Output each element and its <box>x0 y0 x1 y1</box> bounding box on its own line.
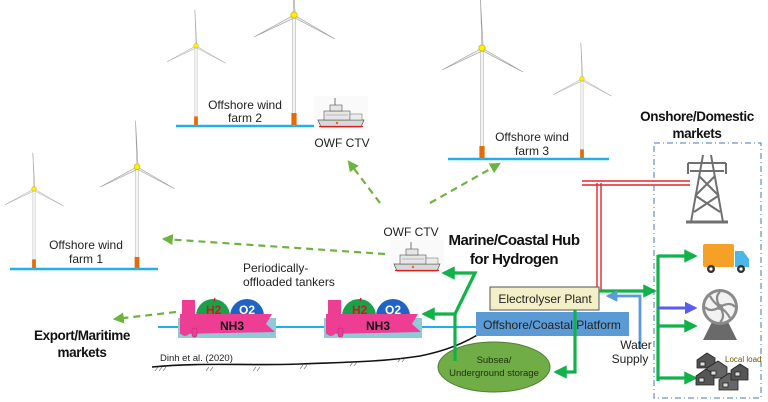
seabed-line <box>151 331 483 368</box>
wind-farm-1-label-line1: Offshore wind <box>49 238 123 252</box>
water-supply-line1: Water <box>620 338 652 352</box>
crew-vessel-icon <box>389 239 445 275</box>
route-to-farm-1 <box>161 234 386 256</box>
local-load-label: Local load <box>725 355 761 364</box>
power-pylon-icon <box>686 154 728 224</box>
route-to-farm-2 <box>347 160 381 204</box>
wind-farm-1-label-line2: farm 1 <box>69 252 103 266</box>
wind-farm-2-label-line2: farm 2 <box>228 111 262 125</box>
tankers-caption-line1: Periodically- <box>243 261 308 275</box>
seabed-hatching <box>154 357 406 372</box>
route-to-farm-3 <box>429 162 501 204</box>
route-to-export <box>112 310 177 324</box>
owf-ctv-top-label: OWF CTV <box>314 136 369 150</box>
platform-label: Offshore/Coastal Platform <box>483 318 621 332</box>
wind-farm-3-label-line1: Offshore wind <box>495 130 569 144</box>
export-markets-line1: Export/Maritime <box>34 328 131 343</box>
tanker-o2-label: O2 <box>239 303 255 317</box>
ctv-service-routes <box>112 160 501 324</box>
electrolyser-box <box>489 286 600 311</box>
houses-icon <box>695 352 749 391</box>
tankers-caption-line2: offloaded tankers <box>243 275 335 289</box>
hydrogen-flows <box>421 249 698 385</box>
wind-farm-2: Offshore wind farm 2 <box>166 0 336 128</box>
storage-ellipse <box>437 341 551 393</box>
tanker-nh3-label: NH3 <box>220 319 244 333</box>
onshore-markets-box <box>653 142 762 399</box>
tanker-1: H2 O2 NH3 <box>177 297 277 339</box>
hub-title-line1: Marine/Coastal Hub <box>448 232 579 249</box>
gas-turbine-icon <box>702 289 738 340</box>
flow-to-storage <box>553 310 577 379</box>
tanker-o2-label: O2 <box>385 303 401 317</box>
storage-label-line1: Subsea/ <box>477 355 512 366</box>
flow-to-ctv <box>441 266 478 315</box>
tanker-h2-label: H2 <box>206 303 222 317</box>
owf-ctv-top: OWF CTV <box>313 95 370 150</box>
delivery-truck-icon <box>703 244 749 273</box>
onshore-markets-line1: Onshore/Domestic <box>640 109 755 124</box>
wind-farm-3: Offshore wind farm 3 <box>441 0 612 161</box>
owf-ctv-hub-label: OWF CTV <box>383 225 438 239</box>
water-supply-line2: Supply <box>612 352 649 366</box>
power-line <box>582 180 690 290</box>
citation: Dinh et al. (2020) <box>160 353 233 364</box>
tanker-2: H2 O2 NH3 <box>323 297 423 339</box>
export-markets-line2: markets <box>58 345 107 360</box>
wind-farm-3-label-line2: farm 3 <box>515 144 549 158</box>
hub-title-line2: for Hydrogen <box>470 251 559 268</box>
tanker-h2-label: H2 <box>352 303 368 317</box>
wind-farm-2-label-line1: Offshore wind <box>208 98 282 112</box>
crew-vessel-icon <box>313 95 369 131</box>
tanker-nh3-label: NH3 <box>366 319 390 333</box>
storage-label-line2: Underground storage <box>449 368 539 379</box>
wind-farm-1: Offshore wind farm 1 <box>4 120 176 271</box>
water-supply-flow <box>605 290 642 349</box>
owf-ctv-hub: OWF CTV <box>383 225 445 275</box>
electrolyser-label: Electrolyser Plant <box>498 292 592 306</box>
onshore-markets-line2: markets <box>673 126 722 141</box>
platform-box <box>476 312 629 336</box>
